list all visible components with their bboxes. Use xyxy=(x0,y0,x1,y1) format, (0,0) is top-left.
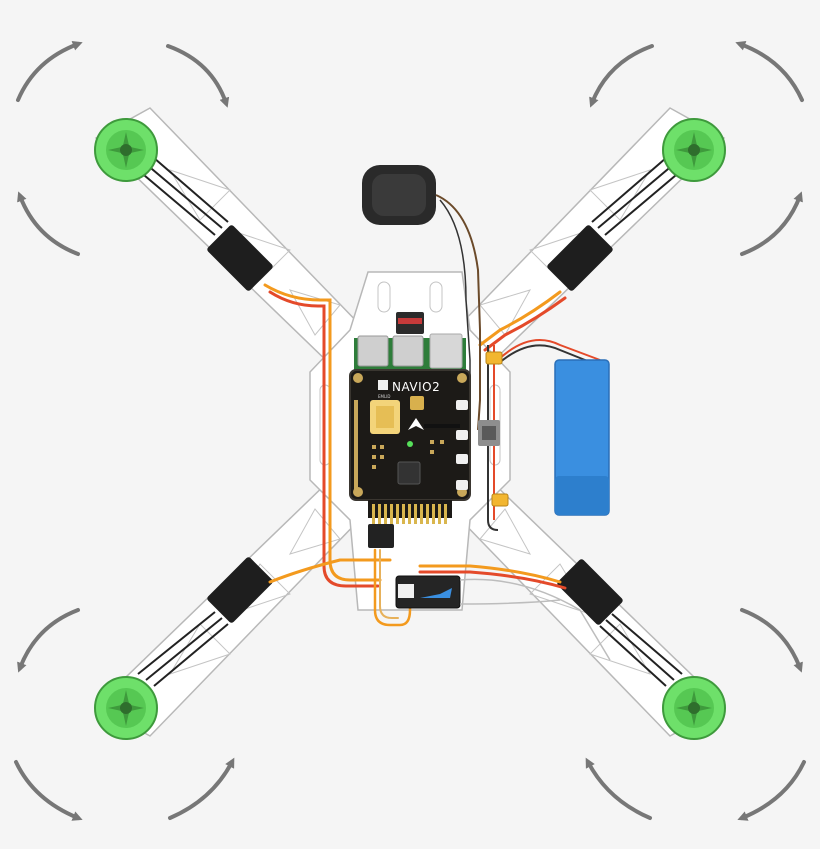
esc-rear-left xyxy=(207,557,273,623)
esc-front-left xyxy=(207,225,273,291)
escs xyxy=(207,225,623,625)
rotation-arrow-icon xyxy=(17,191,80,256)
power-module xyxy=(478,420,500,446)
rotation-arrow-icon xyxy=(168,757,235,820)
gps-cable-2 xyxy=(439,199,471,440)
rotation-arrows xyxy=(14,41,806,821)
navio2-board: NAVIO2 EMLID xyxy=(349,369,471,501)
rotation-arrow-icon xyxy=(166,44,230,108)
board-label: NAVIO2 xyxy=(392,380,440,394)
battery xyxy=(554,359,610,516)
motor-leads xyxy=(137,157,683,687)
esc-rear-right xyxy=(557,559,623,625)
rotation-arrow-icon xyxy=(740,608,803,673)
rotation-arrow-icon xyxy=(740,191,803,256)
servo-connectors xyxy=(368,524,394,548)
svg-text:EMLID: EMLID xyxy=(378,394,390,399)
rotation-arrow-icon xyxy=(17,608,80,673)
motor-rear-left xyxy=(94,676,158,740)
xt60-connectors xyxy=(485,351,509,507)
receiver-antennas xyxy=(459,578,611,661)
gps-cable xyxy=(435,194,481,431)
rotation-arrow-icon xyxy=(589,44,654,108)
gps-module xyxy=(362,165,436,225)
servo-cables xyxy=(263,283,567,627)
servo-rail-pins xyxy=(368,500,452,534)
motor-rear-right xyxy=(662,676,726,740)
motor-front-right xyxy=(662,118,726,182)
rotation-arrow-icon xyxy=(735,41,804,102)
rotation-arrow-icon xyxy=(585,757,652,820)
motor-front-left xyxy=(94,118,158,182)
motors xyxy=(94,118,726,740)
esc-front-right xyxy=(547,225,613,291)
rotation-arrow-icon xyxy=(14,760,83,821)
rotation-arrow-icon xyxy=(737,760,806,821)
rc-receiver xyxy=(395,575,461,609)
rotation-arrow-icon xyxy=(16,41,83,102)
